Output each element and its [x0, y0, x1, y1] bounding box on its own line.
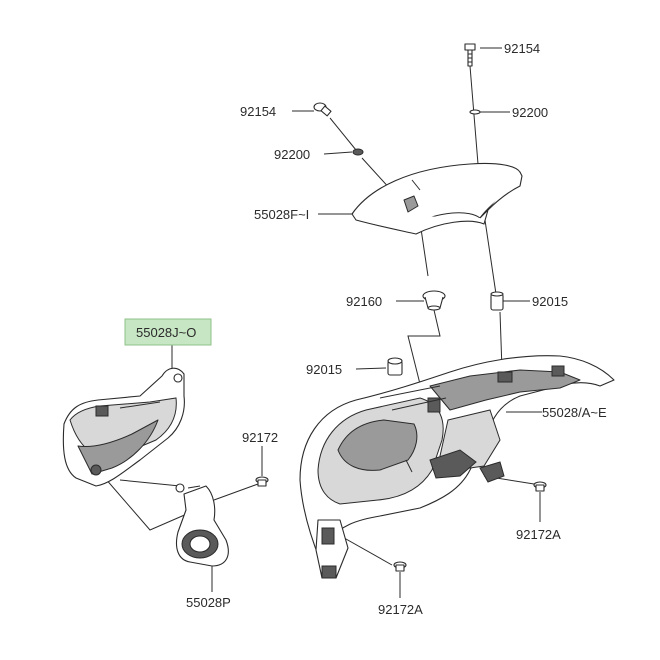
washer-92200-left: [352, 148, 364, 156]
nut-92015-right: [490, 291, 504, 311]
part-labels: 92154 92200 92154 92200 55028F~I 92160 9…: [136, 41, 607, 617]
nut-92015-mid: [387, 357, 403, 376]
label-55028P[interactable]: 55028P: [186, 595, 231, 610]
label-92172[interactable]: 92172: [242, 430, 278, 445]
bolt-92154-top: [464, 43, 476, 67]
label-92015-mid[interactable]: 92015: [306, 362, 342, 377]
label-92154-left[interactable]: 92154: [240, 104, 276, 119]
label-92160[interactable]: 92160: [346, 294, 382, 309]
washer-92200-top: [469, 109, 481, 115]
label-92015-right[interactable]: 92015: [532, 294, 568, 309]
side-cover-55028J-O: [62, 367, 185, 487]
label-55028F-I[interactable]: 55028F~I: [254, 207, 309, 222]
label-92154-top[interactable]: 92154: [504, 41, 540, 56]
bolt-92154-left: [313, 102, 332, 117]
label-92200-left[interactable]: 92200: [274, 147, 310, 162]
label-92172A-bottom[interactable]: 92172A: [378, 602, 423, 617]
label-92200-top[interactable]: 92200: [512, 105, 548, 120]
label-55028A-E[interactable]: 55028/A~E: [542, 405, 607, 420]
label-55028J-O[interactable]: 55028J~O: [136, 325, 196, 340]
air-duct-55028P: [175, 483, 229, 567]
label-92172A-right[interactable]: 92172A: [516, 527, 561, 542]
front-fairing-55028A-E: [299, 355, 615, 579]
bolt-92172A-bottom: [393, 561, 407, 572]
bolt-92172A-right: [533, 481, 547, 492]
part-highlight-box: [124, 318, 212, 346]
bolt-92172: [255, 476, 269, 487]
upper-cowl-55028F-I: [351, 162, 523, 235]
grommet-92160: [422, 290, 446, 311]
